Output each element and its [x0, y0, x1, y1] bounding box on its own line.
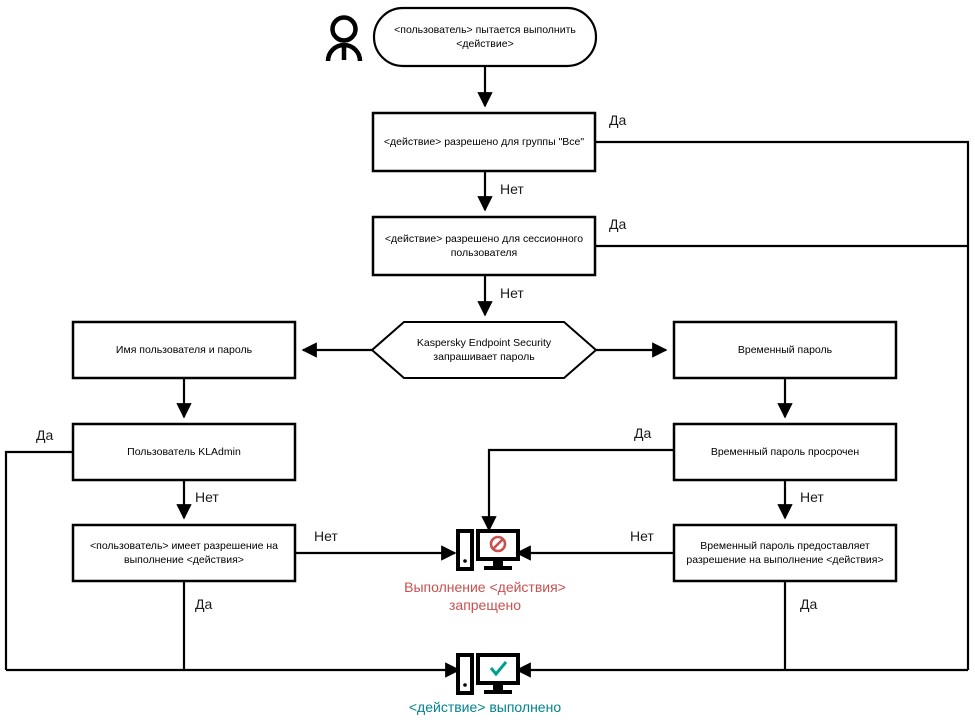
node-temp-grants-shape — [672, 523, 898, 583]
denied-status-line2: запрещено — [448, 597, 522, 614]
edge-label-yes-all-group: Да — [609, 112, 627, 128]
node-start-shape — [372, 6, 598, 68]
user-actor-icon — [325, 15, 363, 62]
allowed-status-label: <действие> выполнено — [355, 698, 615, 716]
edge-all-group-yes — [595, 140, 970, 670]
edge-label-yes-temp-grants: Да — [800, 596, 818, 612]
node-user-pass-shape — [71, 320, 297, 380]
edge-label-no-session: Нет — [500, 285, 524, 301]
allowed-status-line1: <действие> выполнено — [408, 699, 562, 715]
node-kes-asks-shape — [370, 321, 598, 379]
edge-kladmin-yes — [4, 450, 73, 670]
edge-label-yes-has-perm: Да — [195, 596, 213, 612]
edge-label-no-all-group: Нет — [500, 181, 524, 197]
node-temp-pass-shape — [672, 320, 898, 380]
edge-label-no-has-perm: Нет — [314, 528, 338, 544]
monitor-blocked-icon — [456, 529, 520, 571]
node-has-perm-shape — [71, 523, 297, 583]
node-all-group-shape — [371, 111, 597, 173]
edge-label-no-temp-grants: Нет — [630, 528, 654, 544]
monitor-check-icon — [456, 653, 520, 695]
edge-temp-expired-yes — [481, 448, 674, 532]
edge-label-yes-kladmin: Да — [36, 427, 54, 443]
node-session-user-shape — [371, 215, 597, 277]
denied-status-label: Выполнение <действия> запрещено — [355, 578, 615, 614]
edge-label-yes-session: Да — [609, 216, 627, 232]
node-temp-expired-shape — [672, 422, 898, 482]
edge-label-yes-temp-expired: Да — [634, 425, 652, 441]
node-kladmin-shape — [71, 422, 297, 482]
denied-status-line1: Выполнение <действия> — [404, 579, 566, 595]
edge-label-no-temp-expired: Нет — [800, 489, 824, 505]
edge-label-no-kladmin: Нет — [195, 489, 219, 505]
